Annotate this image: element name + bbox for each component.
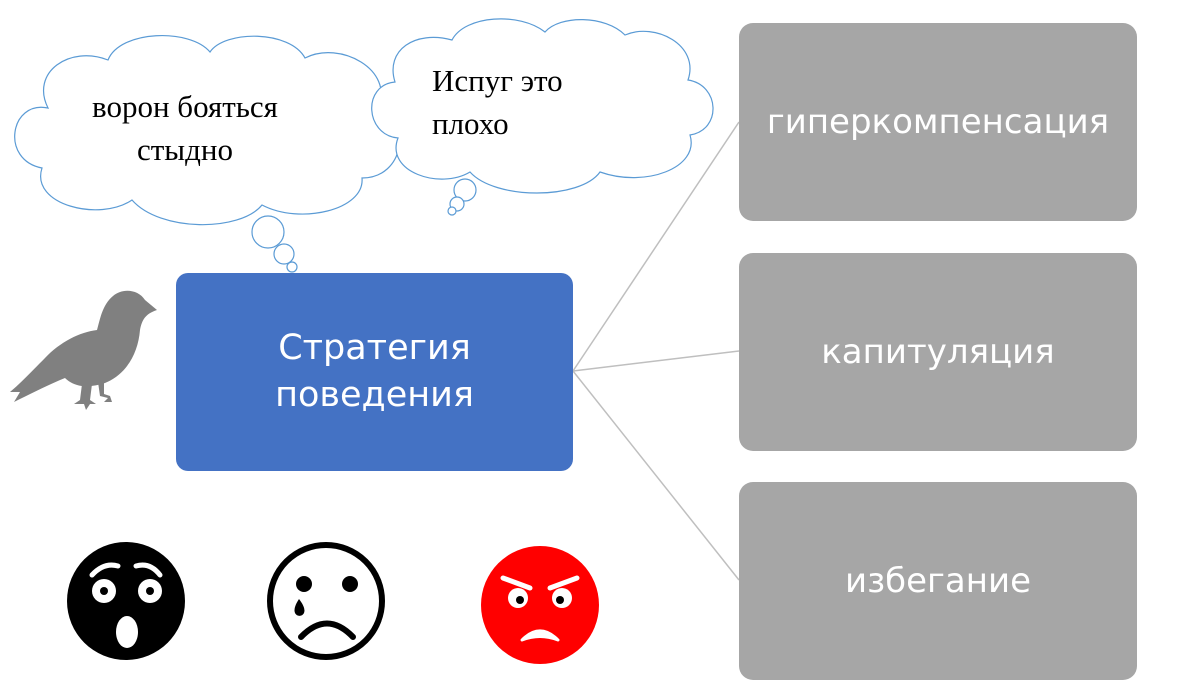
crying-face-eye-right (342, 576, 358, 592)
cloud-left-dot-3 (286, 261, 298, 273)
shocked-face-mouth (116, 616, 138, 648)
connector-hypercompensation (572, 121, 740, 372)
angry-face-brow-right (547, 575, 580, 591)
angry-face-brow-left (500, 575, 533, 591)
strategy-node-hypercompensation: гиперкомпенсация (739, 23, 1137, 221)
bird-legs (74, 382, 112, 410)
thought-text-right: Испуг это плохо (432, 60, 597, 146)
shocked-face-pupil-left (100, 587, 108, 595)
cloud-right-shape (371, 18, 714, 194)
angry-face-pupil-left (516, 596, 524, 604)
shocked-face-icon (67, 542, 185, 660)
crying-face-icon (267, 542, 385, 660)
angry-face-mouth (520, 629, 560, 642)
cloud-right-dot-3 (447, 206, 457, 216)
connector-avoidance (572, 370, 740, 581)
crying-face-tear (294, 599, 305, 616)
center-node-label: Стратегия поведения (275, 325, 474, 420)
crying-face-mouth (298, 620, 356, 640)
thought-right-line-1: Испуг это (432, 63, 563, 98)
shocked-face-brow-left (89, 562, 121, 578)
crying-face-eye-left (296, 576, 312, 592)
shocked-face-pupil-right (146, 587, 154, 595)
strategy-node-capitulation: капитуляция (739, 253, 1137, 451)
center-node-behavior-strategy: Стратегия поведения (176, 273, 573, 471)
strategy-label-capitulation: капитуляция (821, 332, 1055, 372)
cloud-left-dot-2 (273, 243, 295, 265)
thought-cloud-right (371, 18, 714, 216)
angry-face-pupil-right (556, 596, 564, 604)
center-node-line-2: поведения (275, 375, 474, 415)
thought-left-line-1: ворон бояться (92, 89, 278, 124)
connector-capitulation (572, 350, 740, 372)
angry-face-circle (481, 546, 599, 664)
thought-right-line-2: плохо (432, 105, 509, 141)
cloud-right-dot-1 (453, 178, 477, 202)
shocked-face-brow-right (133, 562, 163, 578)
bird-body (10, 290, 157, 402)
connectors (572, 121, 740, 581)
crying-face-circle (267, 542, 385, 660)
thought-text-left: ворон бояться стыдно (60, 86, 310, 172)
bird-silhouette-icon (10, 290, 157, 410)
strategy-label-avoidance: избегание (844, 561, 1031, 601)
thought-left-line-2: стыдно (137, 131, 233, 167)
angry-face-icon (481, 546, 599, 664)
strategy-label-hypercompensation: гиперкомпенсация (766, 102, 1110, 142)
center-node-line-1: Стратегия (278, 327, 471, 368)
strategy-node-avoidance: избегание (739, 482, 1137, 680)
cloud-left-dot-1 (251, 215, 285, 249)
